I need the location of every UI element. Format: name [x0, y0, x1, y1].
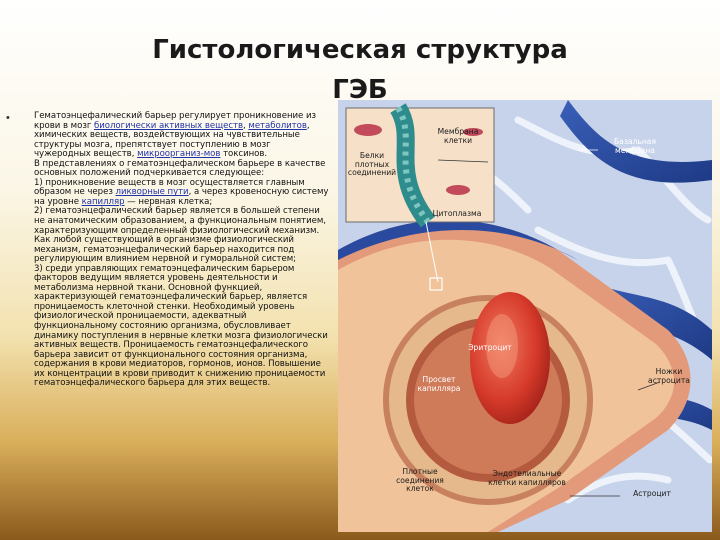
label-cell-membrane: Мембрана клетки	[428, 127, 488, 145]
text-run: токсинов.	[220, 149, 268, 160]
title-line-1: Гистологическая структура	[152, 35, 568, 65]
label-text: плотных	[354, 159, 390, 169]
capillary-diagram	[334, 100, 714, 533]
bullet-marker: •	[6, 112, 10, 124]
label-text: капилляра	[417, 383, 461, 393]
label-text: Плотные	[402, 467, 438, 476]
erythrocyte-highlight	[486, 314, 518, 378]
label-endothelial-cells: Эндотелиальные клетки капилляров	[482, 469, 572, 487]
text-run: 1) проникновение веществ в мозг осуществ…	[34, 177, 305, 198]
text-run: , а через кровеносную систему на уровне	[34, 187, 329, 207]
paragraph-5: 3) среди управляющих гематоэнцефалически…	[34, 263, 328, 389]
label-text: клеток	[406, 484, 434, 494]
paragraph-4: 2) гематоэнцефалический барьер является …	[34, 206, 326, 265]
text-run: — нервная клетка;	[124, 196, 213, 207]
label-text: Белки	[359, 151, 385, 160]
label-text: мембрана	[615, 145, 655, 155]
body-text: Гематоэнцефалический барьер регулирует п…	[34, 111, 330, 389]
label-text: соединения	[396, 475, 444, 485]
link-bioactive-substances[interactable]: биологически активных веществ	[94, 120, 244, 131]
pointer-line	[637, 381, 661, 391]
label-tight-junctions: Плотные соединения клеток	[390, 467, 450, 494]
zoom-line	[425, 221, 439, 283]
junction-proteins	[395, 106, 431, 224]
link-liquor-pathways[interactable]: ликворные пути	[115, 187, 189, 198]
text-run: , химических веществ, воздействующих на …	[34, 120, 310, 160]
label-text: соединений	[347, 168, 397, 178]
label-tight-junction-proteins: Белки плотных соединений	[340, 151, 404, 178]
mitochondrion-icon	[446, 185, 470, 195]
zoom-box	[429, 277, 443, 291]
label-text: Ножки	[655, 367, 683, 376]
paragraph-3: 1) проникновение веществ в мозг осуществ…	[34, 177, 330, 208]
label-text: Эндотелиальные	[492, 469, 562, 478]
link-metabolites[interactable]: метаболитов	[248, 120, 307, 131]
label-text: астроцита	[648, 375, 690, 385]
label-astrocyte: Астроцит	[633, 489, 671, 498]
text-run: Гематоэнцефалический барьер регулирует п…	[34, 111, 317, 131]
label-text: клетки	[443, 135, 473, 145]
pointer-line	[437, 159, 489, 163]
label-capillary-lumen: Просвет капилляра	[412, 375, 466, 393]
label-cytoplasm: Цитоплазма	[432, 209, 482, 218]
paragraph-1: Гематоэнцефалический барьер регулирует п…	[34, 111, 330, 160]
paragraph-2: В представлениях о гематоэнцефалическом …	[34, 158, 326, 179]
label-basal-membrane: Базальная мембрана	[600, 137, 670, 155]
bbb-illustration: Мембрана клетки Белки плотных соединений…	[334, 100, 714, 533]
label-astrocyte-feet: Ножки астроцита	[634, 367, 704, 385]
label-text: клетки капилляров	[488, 477, 566, 487]
mitochondrion-icon	[354, 124, 382, 136]
label-text: Базальная	[613, 137, 657, 146]
slide-title: Гистологическая структура ГЭБ	[120, 30, 600, 110]
text-run: ,	[243, 120, 249, 131]
label-text: Мембрана	[437, 127, 479, 136]
label-text: Просвет	[422, 375, 456, 384]
link-microorganisms[interactable]: микроорганиз-мов	[137, 149, 221, 160]
link-capillary[interactable]: капилляр	[81, 196, 125, 207]
astrocyte-foot-sheath	[338, 220, 578, 260]
label-erythrocyte: Эритроцит	[468, 343, 512, 352]
blood-vessel	[560, 100, 712, 183]
mitochondrion-icon	[463, 128, 483, 136]
